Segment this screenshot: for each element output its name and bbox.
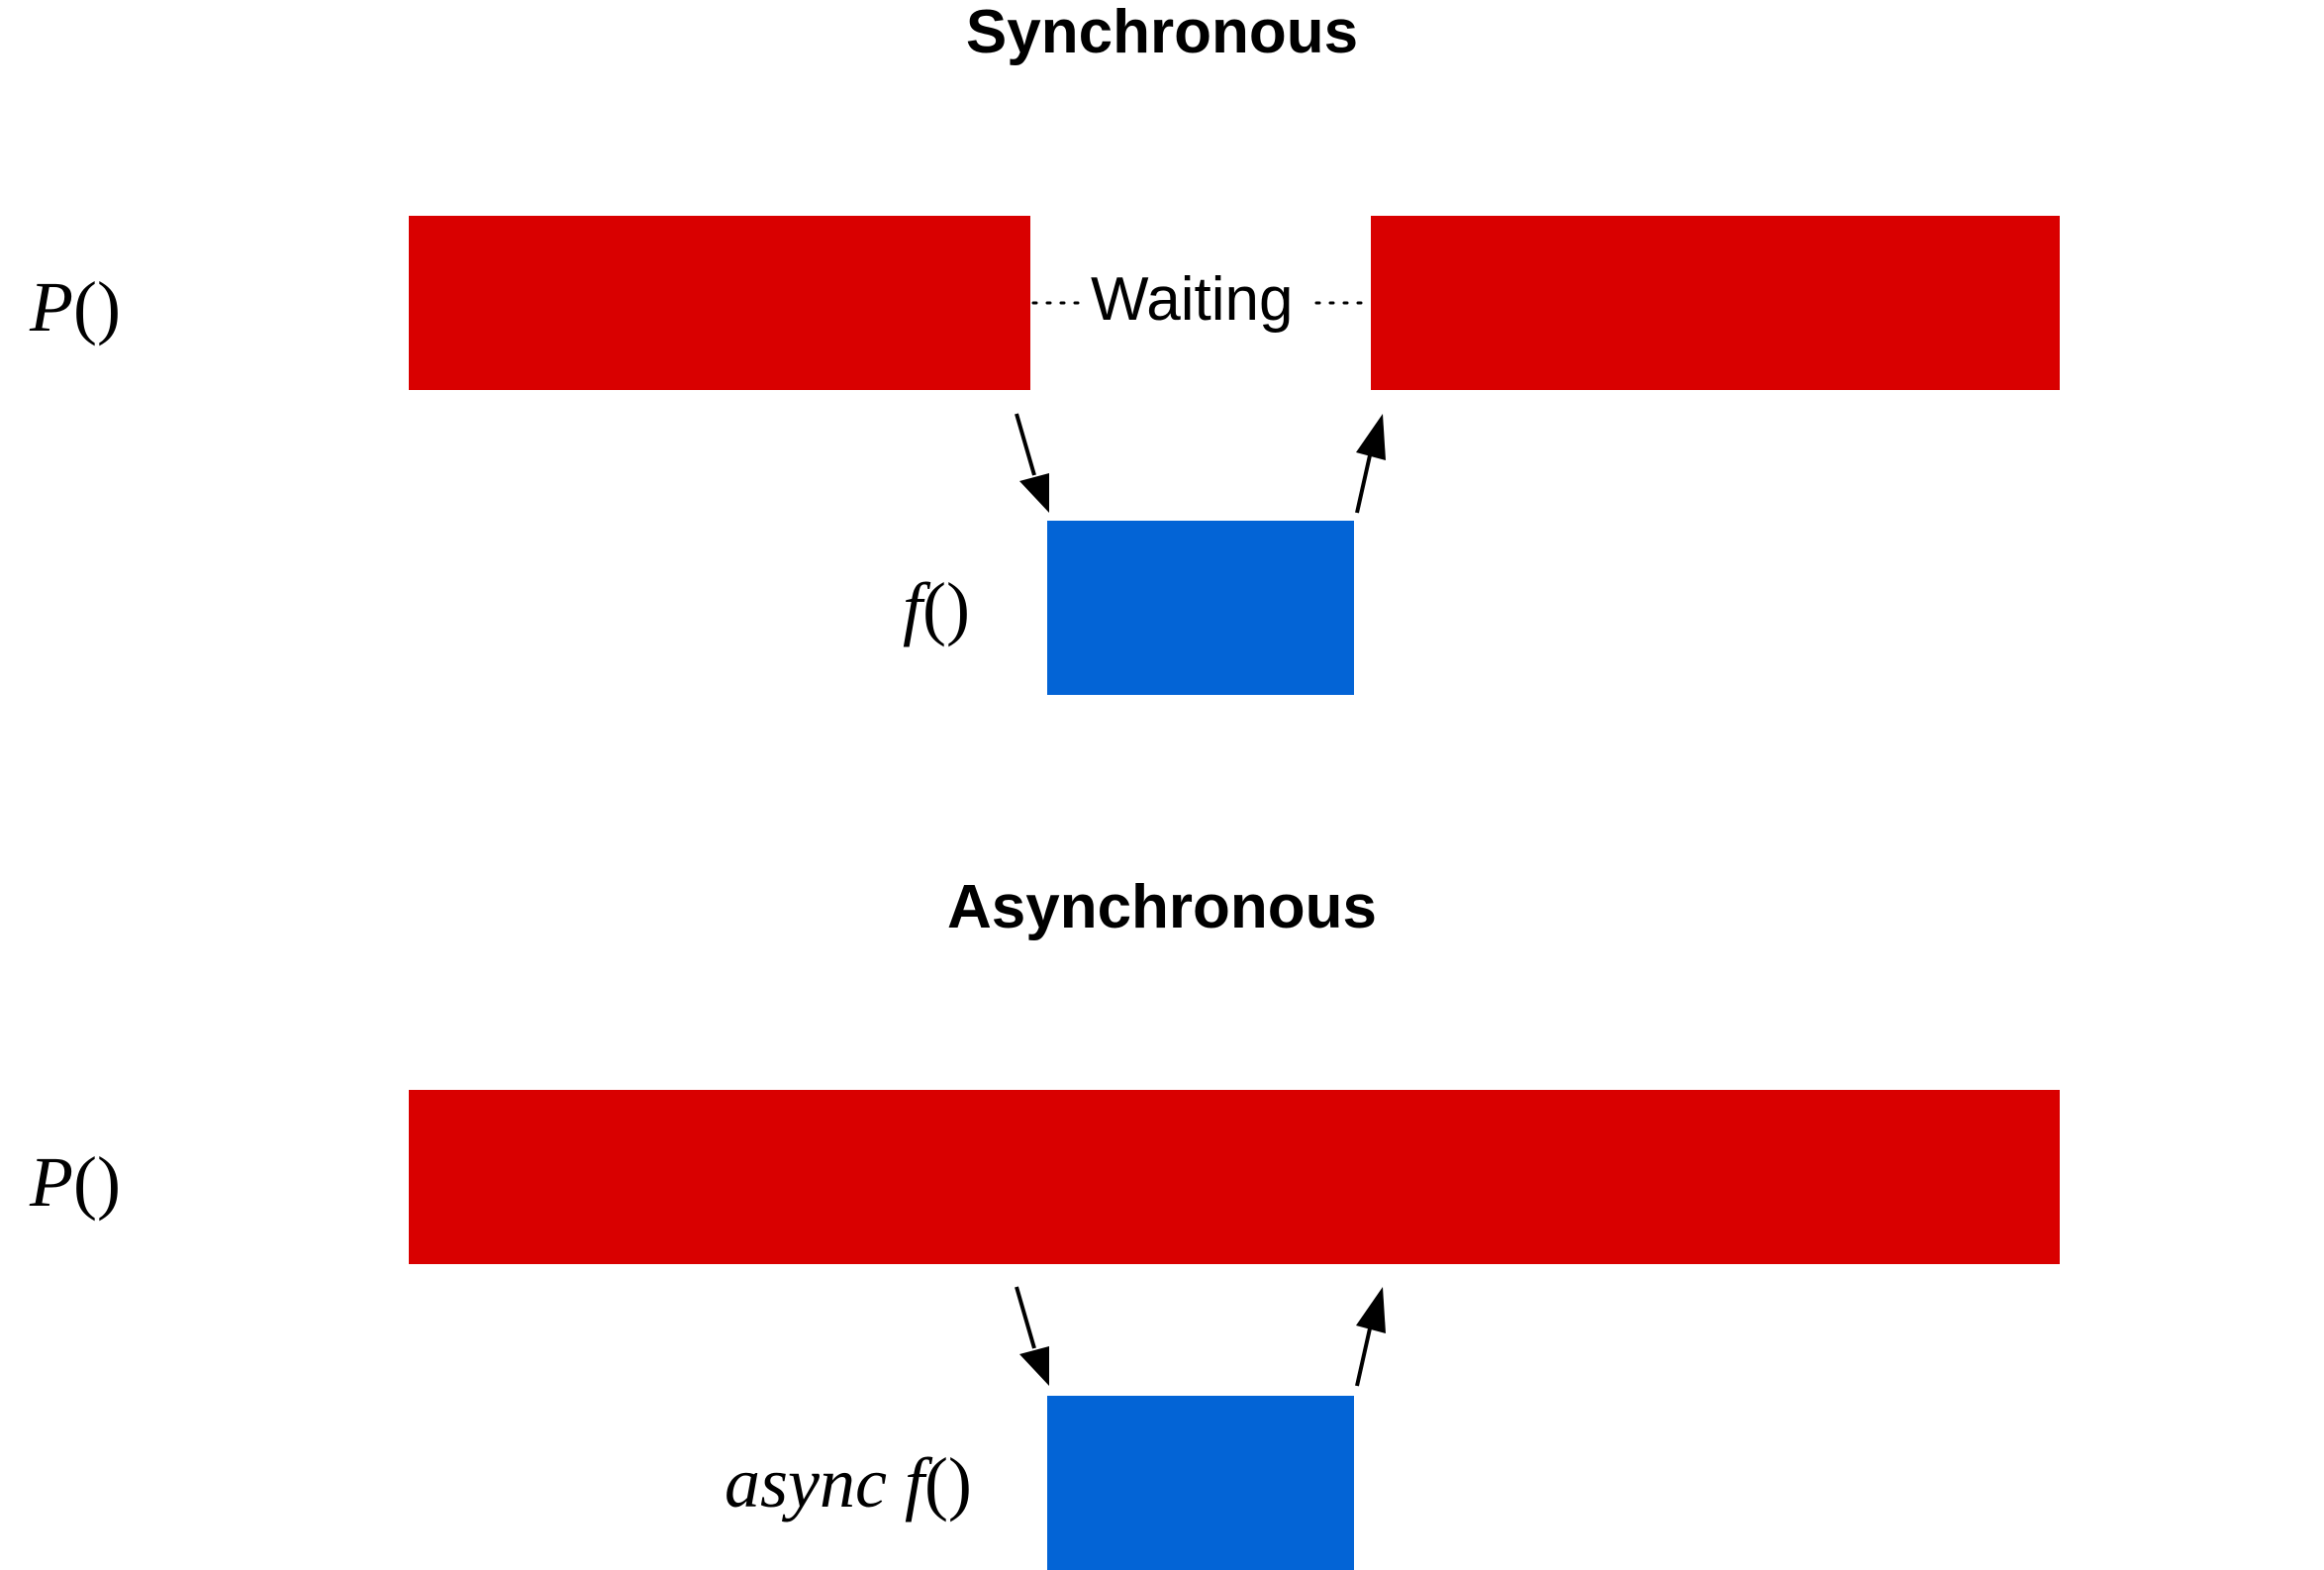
async-caller-name: P bbox=[30, 1142, 73, 1222]
sync-callee-parens: () bbox=[922, 568, 970, 647]
async-caller-parens: () bbox=[72, 1142, 121, 1222]
sync-caller-name: P bbox=[30, 267, 73, 346]
sync-callee-bar bbox=[1047, 521, 1354, 695]
sync-return-arrow bbox=[1355, 414, 1386, 514]
sync-caller-label: P() bbox=[30, 271, 121, 343]
async-caller-bar bbox=[409, 1090, 2060, 1264]
waiting-label: Waiting bbox=[1091, 265, 1294, 334]
async-callee-parens: () bbox=[923, 1443, 972, 1522]
sync-title: Synchronous bbox=[965, 0, 1359, 66]
sync-call-arrow bbox=[1015, 413, 1049, 513]
async-callee-name: f bbox=[904, 1443, 924, 1522]
sync-callee-label: f() bbox=[903, 572, 970, 643]
sync-caller-bar-after bbox=[1371, 216, 2060, 390]
async-callee-bar bbox=[1047, 1396, 1354, 1570]
async-call-arrow bbox=[1015, 1286, 1049, 1386]
sync-callee-name: f bbox=[903, 568, 923, 647]
async-title: Asynchronous bbox=[946, 873, 1378, 941]
sync-caller-bar-before bbox=[409, 216, 1030, 390]
sync-caller-parens: () bbox=[72, 267, 121, 346]
async-caller-label: P() bbox=[30, 1146, 121, 1218]
async-callee-prefix: async bbox=[725, 1443, 887, 1522]
async-callee-label: async f() bbox=[725, 1447, 972, 1519]
async-return-arrow bbox=[1355, 1287, 1386, 1387]
